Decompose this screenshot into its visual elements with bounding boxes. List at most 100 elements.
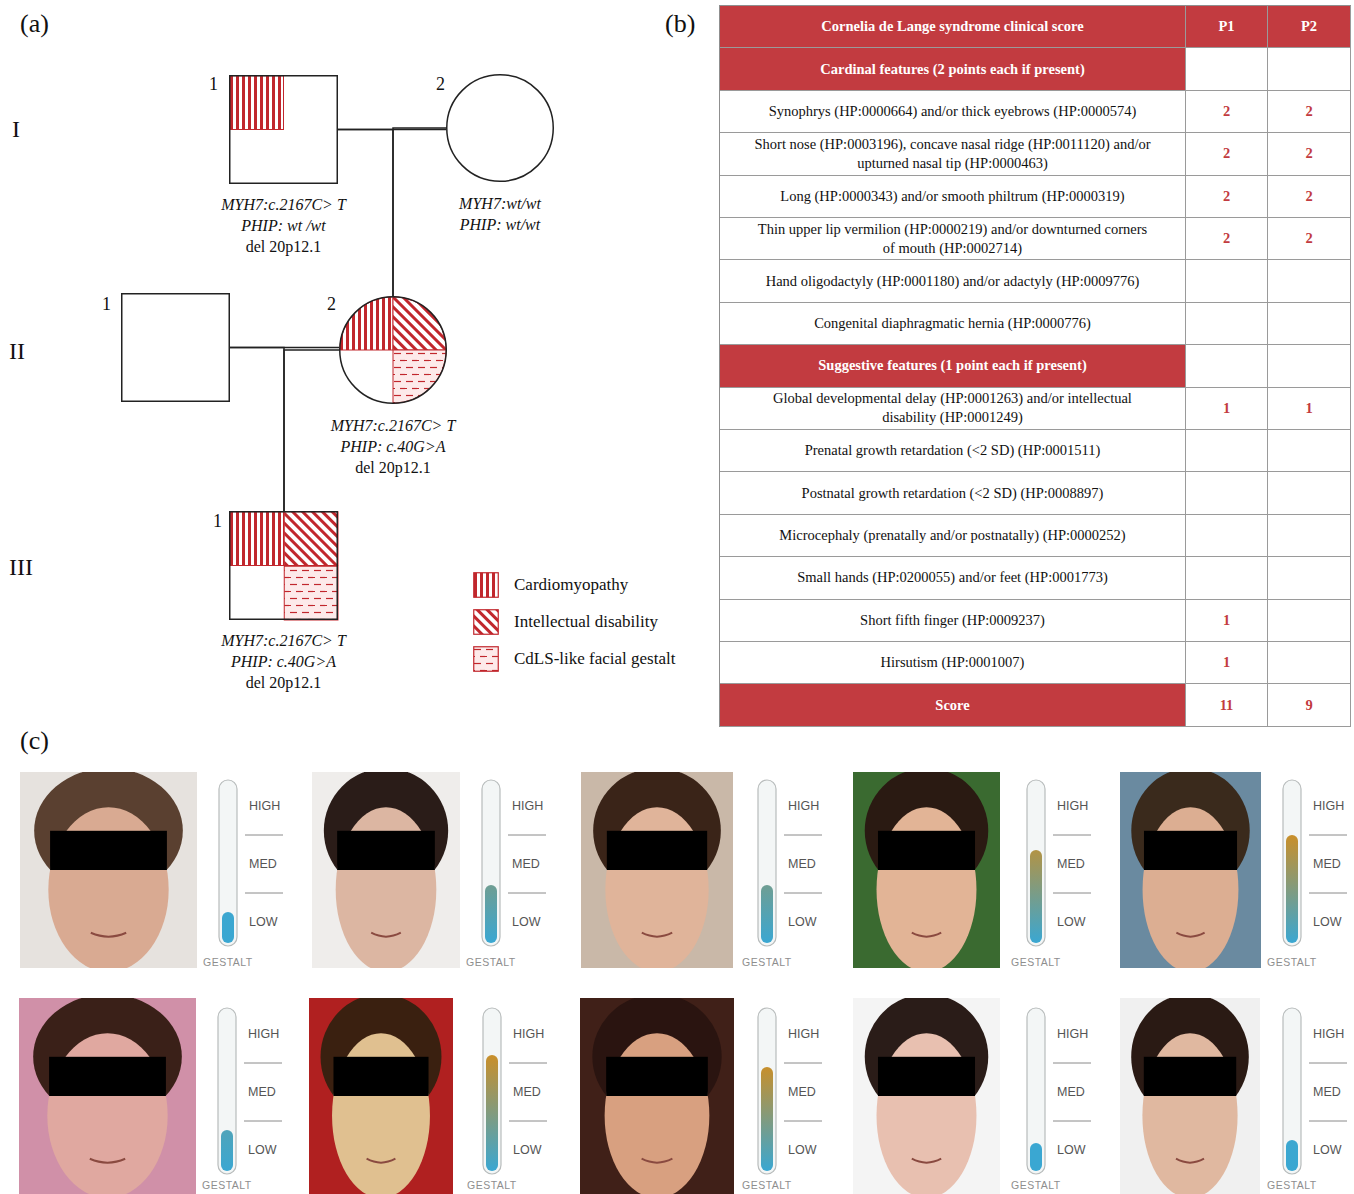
table-cell: Hand oligodactyly (HP:0001180) and/or ad… — [720, 260, 1186, 302]
genotype-text: PHIP: c.40G>A — [221, 651, 346, 672]
table-cell: 11 — [1186, 684, 1268, 726]
male-square: 1MYH7:c.2167C> TPHIP: c.40G>Adel 20p12.1 — [229, 511, 338, 620]
gestalt-level — [221, 1130, 233, 1171]
table-cell — [1186, 515, 1268, 557]
female-circle: 2MYH7:wt/wtPHIP: wt/wt — [446, 74, 554, 182]
table-cell: Suggestive features (1 point each if pre… — [720, 345, 1186, 387]
patient-photo — [312, 772, 460, 968]
gestalt-tube — [1027, 780, 1045, 946]
table-cell: 2 — [1186, 218, 1268, 260]
table-cell — [1268, 472, 1351, 514]
scale-divider — [244, 1063, 282, 1064]
scale-divider — [1309, 893, 1347, 894]
table-cell: Short fifth finger (HP:0009237) — [720, 600, 1186, 642]
scale-divider — [245, 893, 283, 894]
table-text: Score — [935, 696, 969, 715]
table-cell — [1268, 260, 1351, 302]
scale-label: MED — [1057, 1085, 1085, 1099]
scale-label: HIGH — [1057, 799, 1088, 813]
gestalt-tube — [219, 780, 237, 946]
score-value: 2 — [1305, 102, 1312, 121]
genotype-block: MYH7:c.2167C> TPHIP: c.40G>Adel 20p12.1 — [331, 415, 456, 478]
scale-label: HIGH — [1057, 1027, 1088, 1041]
table-text: Global developmental delay (HP:0001263) … — [753, 389, 1152, 427]
legend-swatch — [473, 609, 499, 635]
gestalt-caption: GESTALT — [203, 956, 253, 968]
female-circle: 2MYH7:c.2167C> TPHIP: c.40G>Adel 20p12.1 — [339, 296, 447, 404]
scale-label: MED — [513, 1085, 541, 1099]
genotype-text: PHIP: c.40G>A — [331, 436, 456, 457]
genotype-block: MYH7:wt/wtPHIP: wt/wt — [459, 193, 541, 235]
table-cell — [1186, 472, 1268, 514]
pedigree-line — [338, 130, 393, 297]
patient-photo — [1120, 998, 1260, 1194]
table-cell — [1268, 557, 1351, 599]
table-cell: 9 — [1268, 684, 1351, 726]
scale-divider — [1053, 1121, 1091, 1122]
scale-label: MED — [788, 1085, 816, 1099]
table-cell: Synophrys (HP:0000664) and/or thick eyeb… — [720, 91, 1186, 133]
scale-divider — [784, 893, 822, 894]
score-value: 1 — [1223, 653, 1230, 672]
censor-bar — [50, 831, 167, 870]
table-text: Short nose (HP:0003196), concave nasal r… — [753, 135, 1152, 173]
legend-text: CdLS-like facial gestalt — [514, 649, 675, 669]
table-cell: Long (HP:0000343) and/or smooth philtrum… — [720, 176, 1186, 218]
gestalt-caption: GESTALT — [742, 956, 792, 968]
table-cell — [1268, 303, 1351, 345]
scale-label: MED — [248, 1085, 276, 1099]
individual-symbol — [121, 293, 230, 402]
scale-divider — [245, 835, 283, 836]
legend-swatch — [473, 572, 499, 598]
table-cell: Congenital diaphragmatic hernia (HP:0000… — [720, 303, 1186, 345]
generation-number: II — [9, 338, 25, 366]
gestalt-caption: GESTALT — [742, 1179, 792, 1191]
table-cell: Prenatal growth retardation (<2 SD) (HP:… — [720, 430, 1186, 472]
scale-label: MED — [512, 857, 540, 871]
table-cell — [1268, 642, 1351, 684]
genotype-block: MYH7:c.2167C> TPHIP: wt /wtdel 20p12.1 — [221, 194, 346, 257]
genotype-block: MYH7:c.2167C> TPHIP: c.40G>Adel 20p12.1 — [221, 630, 346, 693]
gestalt-level — [761, 885, 773, 943]
scale-label: HIGH — [512, 799, 543, 813]
individual-symbol — [229, 511, 338, 620]
table-text: Cornelia de Lange syndrome clinical scor… — [821, 17, 1083, 36]
table-text: Microcephaly (prenatally and/or postnata… — [779, 526, 1125, 545]
scale-divider — [1309, 835, 1347, 836]
gestalt-level — [222, 912, 234, 943]
table-cell: Thin upper lip vermilion (HP:0000219) an… — [720, 218, 1186, 260]
score-value: 1 — [1223, 611, 1230, 630]
table-cell — [1268, 48, 1351, 90]
table-text: Thin upper lip vermilion (HP:0000219) an… — [753, 220, 1152, 258]
individual-number: 1 — [209, 75, 218, 93]
table-cell — [1186, 345, 1268, 387]
generation-number: I — [12, 116, 20, 144]
gestalt-caption: GESTALT — [467, 1179, 517, 1191]
panel-letter: (c) — [20, 726, 49, 756]
patient-photo — [853, 772, 1000, 968]
scale-divider — [1053, 1063, 1091, 1064]
patient-photo — [580, 998, 734, 1194]
table-text: Small hands (HP:0200055) and/or feet (HP… — [797, 568, 1108, 587]
scale-label: MED — [1313, 1085, 1341, 1099]
individual-number: 1 — [213, 512, 222, 530]
gestalt-caption: GESTALT — [1267, 1179, 1317, 1191]
gestalt-caption: GESTALT — [1011, 956, 1061, 968]
scale-label: LOW — [1057, 915, 1085, 929]
table-cell: P2 — [1268, 6, 1351, 48]
score-value: 1 — [1305, 399, 1312, 418]
scale-divider — [508, 893, 546, 894]
scale-divider — [508, 835, 546, 836]
table-cell: 2 — [1186, 176, 1268, 218]
panel-letter: (a) — [20, 9, 49, 39]
gestalt-caption: GESTALT — [1267, 956, 1317, 968]
gestalt-caption: GESTALT — [466, 956, 516, 968]
score-value: 2 — [1223, 144, 1230, 163]
table-cell: 2 — [1268, 91, 1351, 133]
scale-label: LOW — [513, 1143, 541, 1157]
gestalt-level — [1286, 835, 1298, 943]
table-cell: 1 — [1186, 600, 1268, 642]
censor-bar — [1144, 1057, 1236, 1096]
gestalt-tube — [482, 780, 500, 946]
table-text: Hand oligodactyly (HP:0001180) and/or ad… — [766, 272, 1140, 291]
